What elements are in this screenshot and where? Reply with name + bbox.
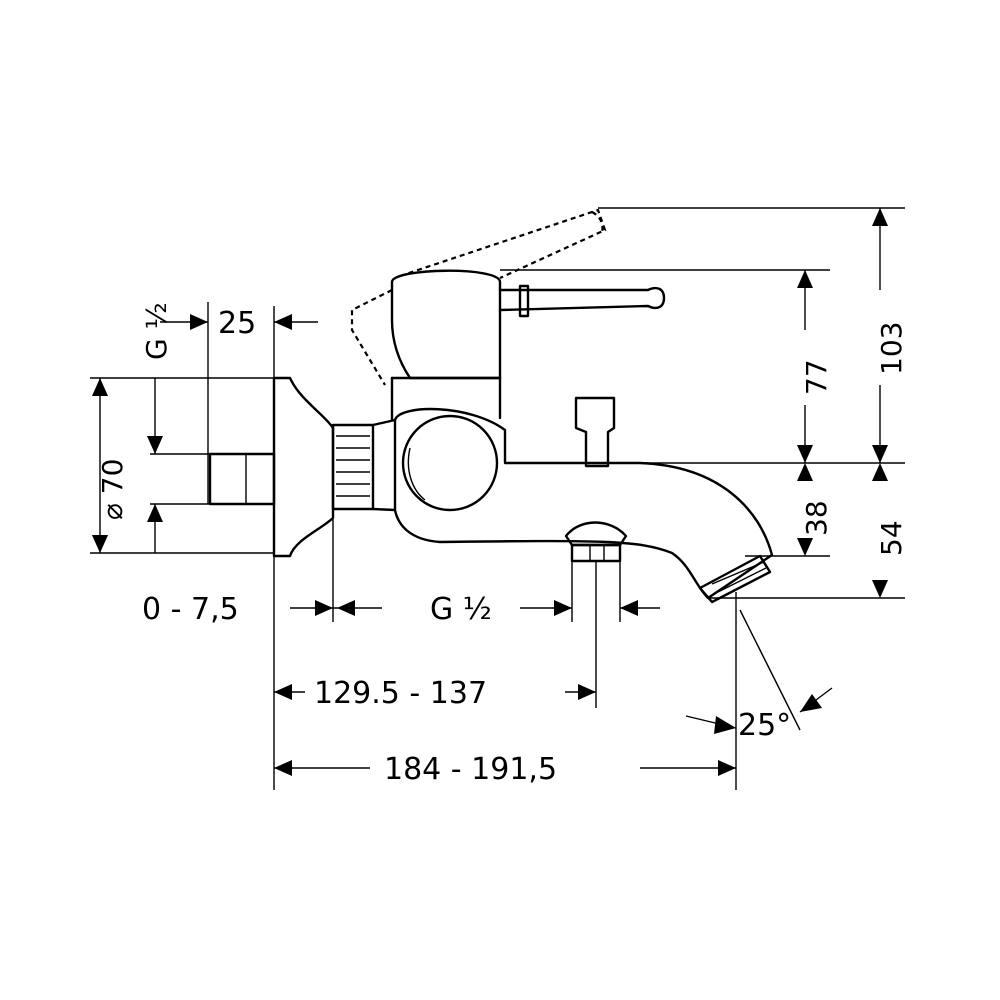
label-g-left: G ½: [140, 302, 173, 360]
label-g-bottom: G ½: [430, 592, 492, 627]
lever-raised-outline: [350, 208, 607, 386]
shower-outlet: [574, 396, 616, 468]
wall-escutcheon: [272, 376, 335, 558]
label-184-191-5: 184 - 191,5: [384, 752, 557, 787]
faucet-outline: [208, 208, 774, 604]
threaded-nut: [331, 423, 375, 511]
spout-body: [393, 407, 774, 600]
wall-pipe: [208, 452, 276, 506]
bottom-connector: [564, 521, 628, 547]
label-54: 54: [875, 520, 908, 556]
label-25-degrees: 25°: [738, 708, 791, 743]
label-70: ⌀ 70: [96, 459, 129, 520]
aerator: [698, 554, 772, 604]
label-77: 77: [800, 359, 833, 395]
dimension-lines: [92, 208, 888, 776]
lever-arm: [498, 286, 666, 312]
extension-lines: [90, 207, 905, 790]
lever-head: [390, 269, 502, 380]
label-38: 38: [800, 500, 833, 536]
label-129-137: 129.5 - 137: [314, 676, 487, 711]
label-0-7-5: 0 - 7,5: [142, 592, 239, 627]
dimension-labels: G ½ 25 ⌀ 70 0 - 7,5 G ½ 129.5 - 137 184 …: [96, 302, 908, 787]
label-25: 25: [218, 306, 256, 341]
diverter-knob: [401, 414, 499, 512]
label-103: 103: [875, 322, 908, 375]
